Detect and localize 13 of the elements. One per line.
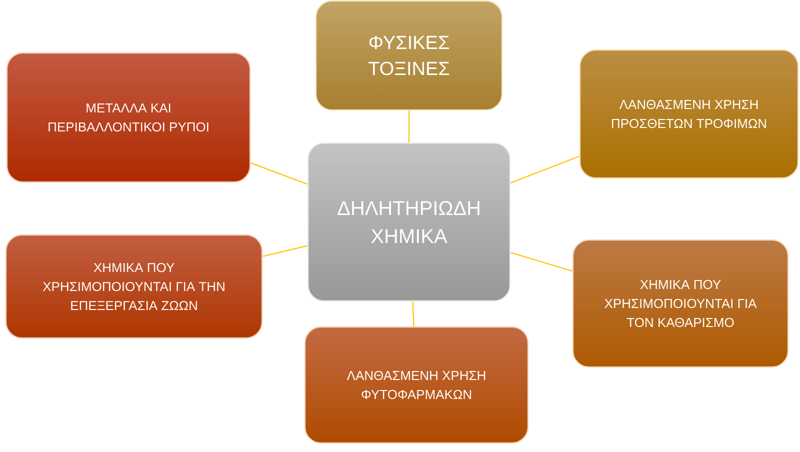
connector-line bbox=[262, 245, 308, 257]
connector-line bbox=[510, 156, 580, 184]
topic-box: ΛΑΝΘΑΣΜΕΝΗ ΧΡΗΣΗ ΠΡΟΣΘΕΤΩΝ ΤΡΟΦΙΜΩΝ bbox=[579, 49, 799, 179]
connector-line bbox=[408, 110, 410, 142]
central-box: ΔΗΛΗΤΗΡΙΩΔΗ ΧΗΜΙΚΑ bbox=[307, 142, 511, 302]
topic-box: ΦΥΣΙΚΕΣ ΤΟΞΙΝΕΣ bbox=[315, 0, 503, 111]
topic-box: ΜΕΤΑΛΛΑ ΚΑΙ ΠΕΡΙΒΑΛΛΟΝΤΙΚΟΙ ΡΥΠΟΙ bbox=[6, 52, 251, 183]
connector-line bbox=[412, 302, 414, 326]
topic-box: ΧΗΜΙΚΑ ΠΟΥ ΧΡΗΣΙΜΟΠΟΙΟΥΝΤΑΙ ΓΙΑ ΤΗΝ ΕΠΕΞΕΡΓΑΣΙΑ ΖΩΩΝ bbox=[5, 234, 263, 339]
connector-line bbox=[510, 252, 573, 272]
topic-box: ΛΑΝΘΑΣΜΕΝΗ ΧΡΗΣΗ ΦΥΤΟΦΑΡΜΑΚΩΝ bbox=[304, 326, 529, 444]
connector-line bbox=[250, 162, 308, 185]
topic-box: ΧΗΜΙΚΑ ΠΟΥ ΧΡΗΣΙΜΟΠΟΙΟΥΝΤΑΙ ΓΙΑ ΤΟΝ ΚΑΘΑΡΙΣΜΟ bbox=[572, 239, 789, 368]
